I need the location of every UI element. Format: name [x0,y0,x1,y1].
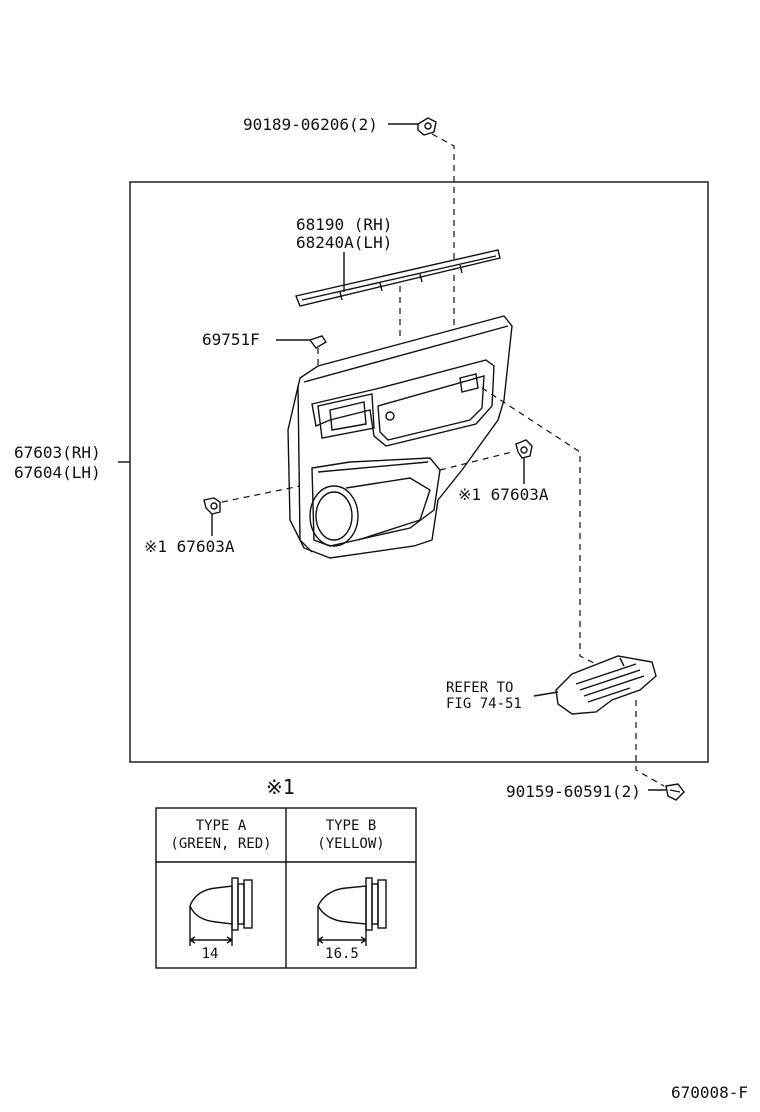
clip-left-icon [203,497,221,515]
label-type-a-colors: (GREEN, RED) [170,836,271,852]
dashed-line-clip-left [221,485,301,503]
clip-type-a-icon [189,877,253,946]
label-weatherstrip-rh: 68190 (RH) [296,215,392,234]
label-type-b-title: TYPE B [326,818,377,834]
label-type-b-dim: 16.5 [325,946,359,962]
label-69751f: 69751F [202,330,260,349]
label-type-a-dim: 14 [202,946,219,962]
label-clip-right: ※1 67603A [458,485,549,504]
label-clip-left: ※1 67603A [144,537,235,556]
label-clip-top: 90189-06206(2) [243,115,378,134]
dashed-line-screw [635,700,665,787]
leader-refer [533,691,559,697]
label-panel-lh: 67604(LH) [14,463,101,482]
label-refer-line1: REFER TO [446,680,513,696]
clip-type-table [155,807,417,969]
dashed-line-clip-right [439,451,513,471]
label-screw-bottom: 90159-60591(2) [506,782,641,801]
armrest-handle-icon [555,655,657,715]
label-refer-line2: FIG 74-51 [446,696,522,712]
clip-69751f-icon [308,335,327,349]
clip-right-icon [515,439,533,459]
dashed-line-clip-top [431,133,455,380]
weatherstrip-icon [295,249,501,307]
door-trim-panel-icon [287,315,513,559]
label-type-b-colors: (YELLOW) [317,836,384,852]
label-type-a-title: TYPE A [196,818,247,834]
label-weatherstrip-lh: 68240A(LH) [296,233,392,252]
label-note-marker: ※1 [266,775,295,799]
dashed-line-armrest [481,387,597,665]
label-panel-rh: 67603(RH) [14,443,101,462]
clip-type-b-icon [317,877,387,946]
screw-bottom-icon [665,783,685,801]
label-diagram-code: 670008-F [671,1083,748,1102]
clip-top-icon [417,117,437,136]
assembly-frame [129,181,709,763]
